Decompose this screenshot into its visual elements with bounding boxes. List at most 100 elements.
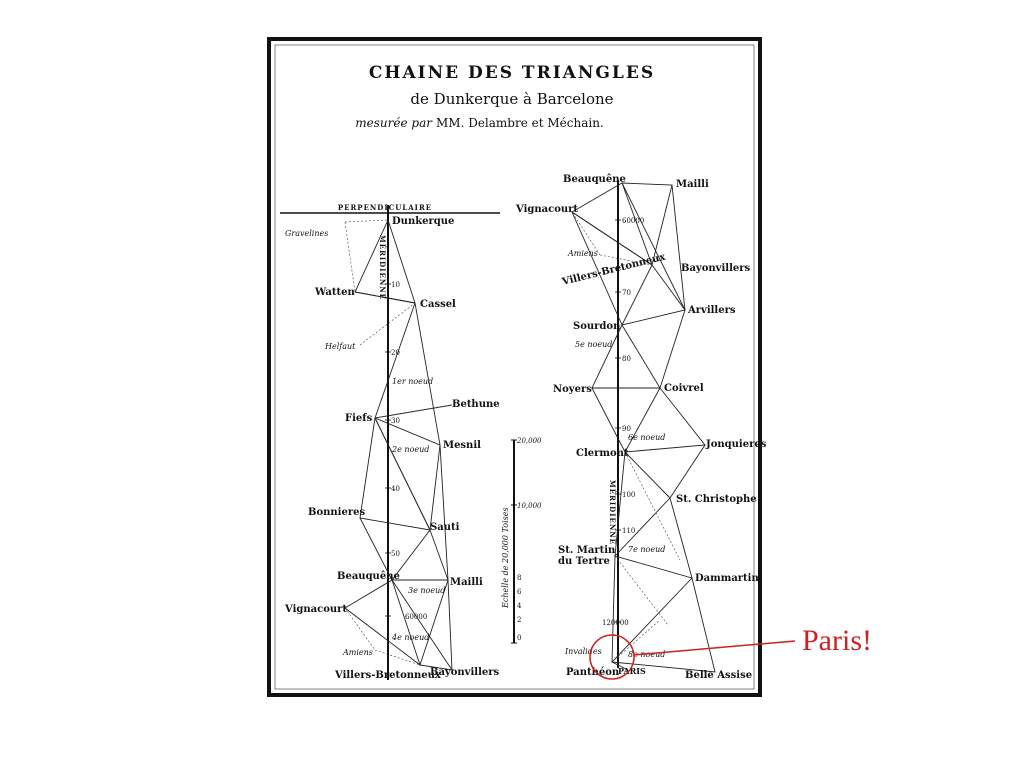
triangulation-segment bbox=[419, 579, 453, 671]
triangulation-segment bbox=[344, 579, 421, 667]
right-station-dammartin: Dammartin bbox=[695, 573, 759, 584]
right-station-sourdon: Sourdon bbox=[573, 321, 621, 332]
right-station-bayonvillers: Bayonvillers bbox=[681, 263, 751, 274]
left-station-amiens: Amiens bbox=[342, 648, 373, 657]
paris-highlight-circle bbox=[589, 634, 635, 680]
right-station-du-tertre: du Tertre bbox=[558, 556, 610, 567]
right-tick-90: 90 bbox=[622, 425, 631, 433]
left-tick-50: 50 bbox=[391, 550, 400, 558]
right-station-arvillers: Arvillers bbox=[687, 305, 736, 316]
scale-4: 4 bbox=[517, 602, 522, 610]
left-station-mesnil: Mesnil bbox=[443, 440, 481, 451]
left-station-dunkerque: Dunkerque bbox=[392, 216, 454, 227]
triangulation-segment bbox=[611, 661, 629, 671]
triangulation-segment bbox=[359, 302, 416, 346]
scale-bar: 20,000 10,000 Echelle de 20,000 Toises 8… bbox=[501, 437, 542, 644]
triangulation-segment bbox=[591, 324, 661, 389]
triangulation-segment bbox=[344, 607, 376, 651]
triangulation-segment bbox=[614, 555, 669, 626]
left-note-1: 1er noeud bbox=[392, 377, 433, 386]
right-tick-110: 110 bbox=[622, 527, 635, 535]
left-station-bonnieres: Bonnieres bbox=[308, 507, 365, 518]
left-tick-10: 10 bbox=[391, 281, 400, 289]
right-tick-70: 70 bbox=[622, 289, 631, 297]
triangulation-segment bbox=[599, 254, 653, 266]
left-note-4: 4e noeud bbox=[391, 633, 429, 642]
left-tick-30: 30 bbox=[391, 417, 400, 425]
left-station-mailli: Mailli bbox=[450, 577, 483, 588]
left-triangle-lines bbox=[344, 219, 453, 671]
right-tick-60000: 60000 bbox=[622, 217, 644, 225]
scale-label: Echelle de 20,000 Toises bbox=[501, 507, 510, 609]
title-line3-rest: MM. Delambre et Méchain. bbox=[436, 116, 604, 130]
right-station-invalides: Invalides bbox=[564, 647, 602, 656]
triangulation-segment bbox=[621, 264, 686, 326]
triangulation-segment bbox=[391, 579, 453, 671]
left-station-villers: Villers-Bretonneux bbox=[334, 670, 442, 681]
scale-top: 20,000 bbox=[516, 437, 542, 445]
left-tick-60000: 60000 bbox=[405, 613, 427, 621]
right-tick-120000: 120000 bbox=[602, 619, 629, 627]
right-note-7: 7e noeud bbox=[628, 545, 665, 554]
title-line3-italic: mesurée par bbox=[355, 116, 433, 130]
triangulation-segment bbox=[671, 184, 686, 311]
triangulation-segment bbox=[571, 211, 601, 256]
right-station-noyers: Noyers bbox=[553, 384, 592, 395]
right-station-amiens: Amiens bbox=[567, 249, 598, 258]
paris-label: PARIS bbox=[618, 666, 646, 676]
left-chain-panel: PERPENDICULAIRE MÉRIDIENNE bbox=[280, 203, 500, 681]
right-station-pantheon: Panthéon bbox=[566, 667, 620, 678]
left-station-vignacourt: Vignacourt bbox=[284, 604, 347, 615]
right-tick-80: 80 bbox=[622, 355, 631, 363]
scale-2: 2 bbox=[517, 616, 521, 624]
paris-annotation: Paris! bbox=[589, 624, 872, 680]
triangulation-segment bbox=[611, 619, 661, 663]
triangulation-segment bbox=[354, 291, 416, 304]
right-meridian-label: MÉRIDIENNE bbox=[608, 480, 617, 545]
left-station-bayonvillers: Bayonvillers bbox=[430, 667, 500, 678]
title-line2: de Dunkerque à Barcelone bbox=[410, 90, 613, 108]
triangulation-segment bbox=[439, 444, 449, 581]
right-station-mailli: Mailli bbox=[676, 179, 709, 190]
left-station-sauti: Sauti bbox=[430, 522, 460, 533]
right-note-6: 6e noeud bbox=[628, 433, 665, 442]
map-inner-frame bbox=[274, 44, 755, 690]
left-station-cassel: Cassel bbox=[420, 299, 456, 310]
right-station-belle-assise: Belle Assise bbox=[685, 670, 752, 681]
left-station-bethune: Bethune bbox=[452, 399, 500, 410]
paris-annotation-text: Paris! bbox=[802, 624, 872, 657]
paris-pointer-line bbox=[633, 640, 796, 656]
scale-6: 6 bbox=[517, 588, 522, 596]
scale-mid: 10,000 bbox=[517, 502, 542, 510]
left-station-helfaut: Helfaut bbox=[324, 342, 356, 351]
right-station-clermont: Clermont bbox=[576, 448, 629, 459]
triangulation-segment bbox=[571, 211, 653, 266]
triangulation-segment bbox=[374, 302, 441, 446]
right-station-vignacourt: Vignacourt bbox=[515, 204, 578, 215]
triangulation-segment bbox=[611, 577, 716, 673]
triangulation-segment bbox=[344, 219, 389, 223]
left-station-watten: Watten bbox=[314, 287, 355, 298]
triangulation-segment bbox=[571, 211, 623, 326]
right-note-5: 5e noeud bbox=[575, 340, 612, 349]
left-station-fiefs: Fiefs bbox=[345, 413, 373, 424]
right-triangle-lines bbox=[571, 182, 716, 673]
right-meridian-ticks bbox=[615, 219, 621, 623]
left-dashed-lines bbox=[344, 219, 453, 666]
left-note-3: 3e noeud bbox=[408, 586, 445, 595]
right-station-st-martin: St. Martin bbox=[558, 545, 616, 556]
left-note-2: 2e noeud bbox=[391, 445, 429, 454]
title-line1: CHAINE DES TRIANGLES bbox=[369, 63, 655, 83]
left-tick-40: 40 bbox=[391, 485, 400, 493]
right-station-coivrel: Coivrel bbox=[664, 383, 704, 394]
triangulation-segment bbox=[659, 309, 686, 389]
triangulation-segment bbox=[621, 182, 686, 311]
scale-8: 8 bbox=[517, 574, 521, 582]
left-meridian-label: MÉRIDIENNE bbox=[378, 235, 387, 300]
perpendicular-label: PERPENDICULAIRE bbox=[338, 203, 432, 212]
right-station-st-christophe: St. Christophe bbox=[676, 494, 757, 505]
right-station-beauquene: Beauquêne bbox=[563, 174, 626, 185]
right-tick-100: 100 bbox=[622, 491, 635, 499]
left-tick-20: 20 bbox=[391, 349, 400, 357]
